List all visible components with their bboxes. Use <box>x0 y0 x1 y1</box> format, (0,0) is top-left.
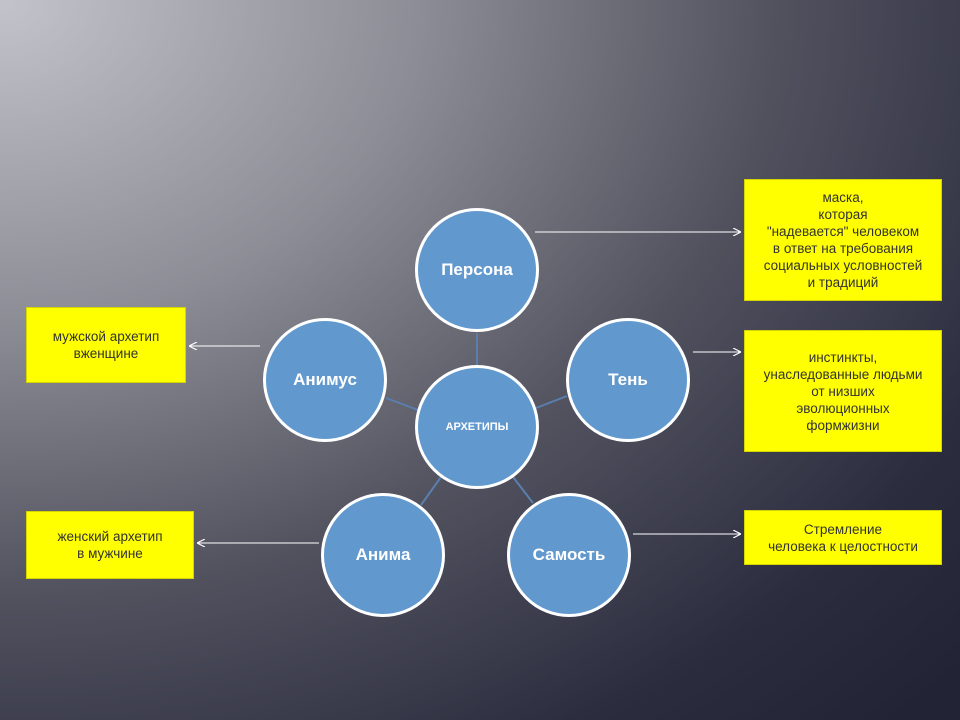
shadow-note: инстинкты, унаследованные людьми от низш… <box>744 330 942 452</box>
anima-note-text: женский архетип в мужчине <box>57 529 163 561</box>
persona-label: Персона <box>441 260 513 279</box>
persona-node: Персона <box>415 208 539 332</box>
self-note-text: Стремление человека к целостности <box>768 521 918 554</box>
spoke-shadow <box>535 395 568 409</box>
shadow-note-text: инстинкты, унаследованные людьми от низш… <box>763 349 923 433</box>
animus-note-text: мужской архетип вженщине <box>52 329 160 361</box>
center-label: АРХЕТИПЫ <box>445 421 509 433</box>
anima-note: женский архетип в мужчине <box>26 511 194 579</box>
spoke-self <box>512 476 534 504</box>
spoke-anima <box>420 476 442 506</box>
self-node: Самость <box>507 493 631 617</box>
persona-note-text: маска, которая "надевается" человеком в … <box>763 190 923 290</box>
anima-node: Анима <box>321 493 445 617</box>
shadow-node: Тень <box>566 318 690 442</box>
animus-note: мужской архетип вженщине <box>26 307 186 383</box>
persona-note: маска, которая "надевается" человеком в … <box>744 179 942 301</box>
animus-label: Анимус <box>293 370 357 389</box>
animus-node: Анимус <box>263 318 387 442</box>
anima-label: Анима <box>355 545 411 564</box>
self-note: Стремление человека к целостности <box>744 510 942 565</box>
spoke-animus <box>385 397 419 411</box>
shadow-label: Тень <box>608 370 648 389</box>
self-label: Самость <box>532 545 606 564</box>
archetypes-center-node: АРХЕТИПЫ <box>415 365 539 489</box>
